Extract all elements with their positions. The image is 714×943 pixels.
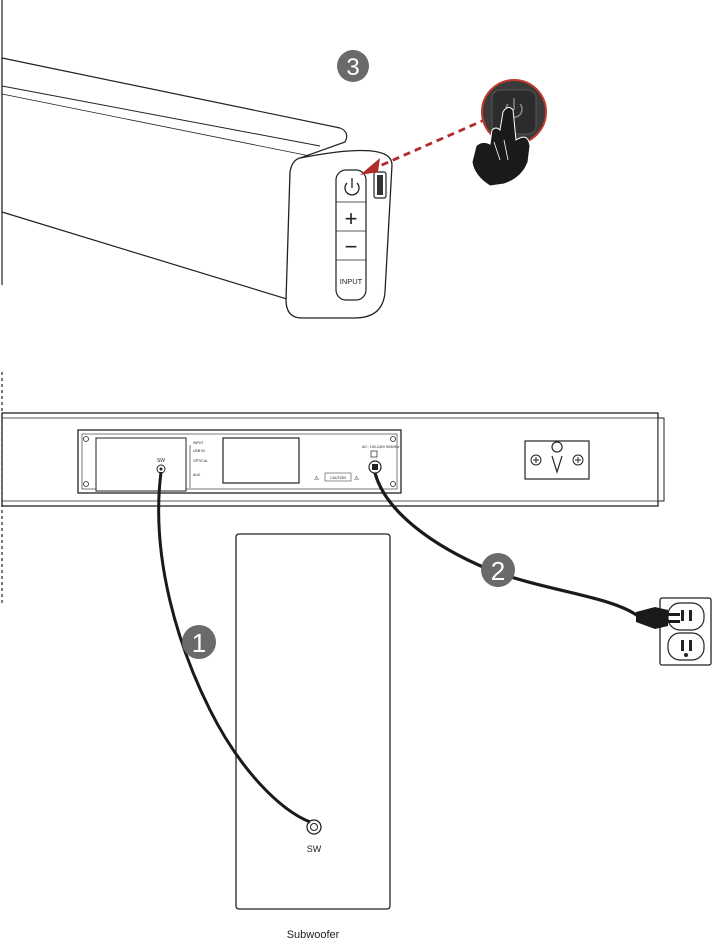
input-button[interactable]: INPUT — [340, 277, 363, 286]
volume-up-button[interactable]: + — [345, 206, 358, 231]
warning-icon: ⚠ — [314, 475, 320, 482]
step-3-badge: 3 — [337, 50, 369, 82]
rating-label — [222, 437, 300, 484]
volume-down-button[interactable]: − — [345, 234, 358, 259]
input-label: INPUT — [193, 441, 204, 445]
optical-label: OPTICAL — [193, 459, 208, 463]
subwoofer-port-label: SW — [307, 844, 322, 854]
warning-icon: ⚠ — [354, 475, 360, 482]
power-icon — [344, 182, 360, 196]
power-plug-icon — [636, 607, 680, 629]
usb-in-label: USB IN — [193, 449, 205, 453]
subwoofer: SW — [235, 533, 391, 910]
step-2-badge: 2 — [481, 553, 515, 587]
side-button-panel — [335, 169, 367, 301]
press-arrow — [360, 112, 499, 175]
step-1-badge: 1 — [182, 625, 216, 659]
power-button[interactable] — [344, 178, 360, 196]
keyhole-icon — [551, 441, 563, 475]
aux-label: AUX — [193, 473, 201, 477]
subwoofer-cable — [157, 471, 311, 824]
soundbar-side-view: + − INPUT — [1, 0, 393, 319]
sw-port-label: SW — [157, 458, 165, 464]
soundbar-rear-view: SW INPUT USB IN OPTICAL AUX ⚠ CAUTION ⚠ … — [1, 412, 665, 507]
caution-label: CAUTION — [330, 476, 346, 480]
subwoofer-caption: Subwoofer — [286, 929, 340, 941]
svg-text:2: 2 — [491, 556, 505, 586]
power-rating-label: AC~ 100-240V 50/60Hz — [362, 445, 399, 449]
svg-text:1: 1 — [192, 628, 206, 658]
wall-outlet — [659, 597, 712, 666]
svg-text:3: 3 — [346, 54, 359, 81]
pointing-hand-icon — [471, 106, 531, 187]
